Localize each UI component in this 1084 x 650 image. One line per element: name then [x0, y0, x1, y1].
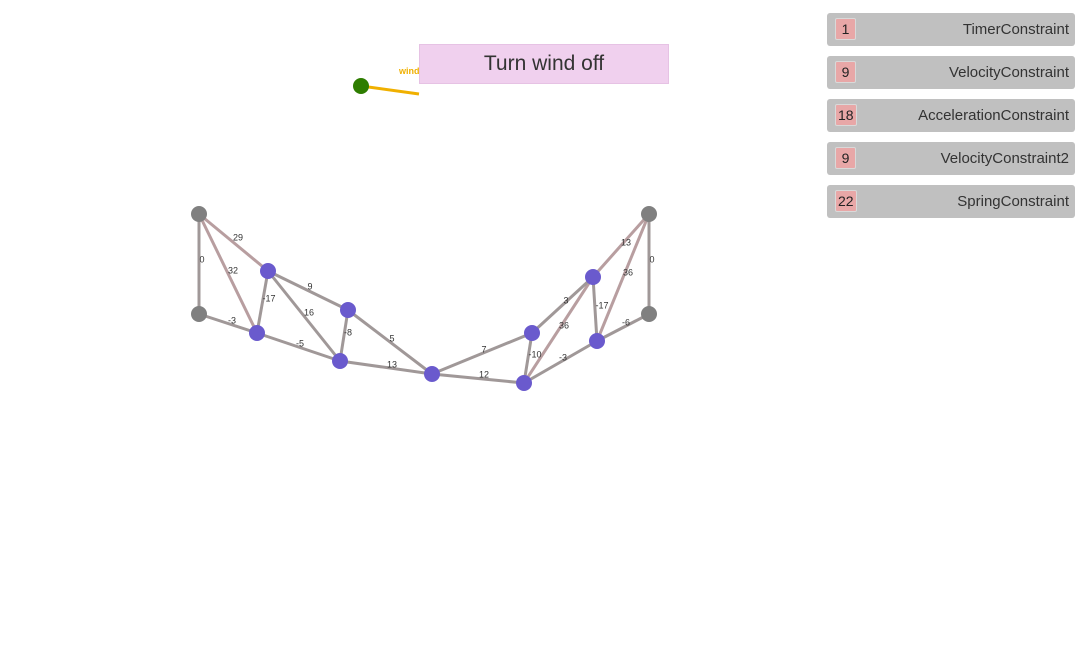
- edge-label: -10: [528, 349, 541, 359]
- fixed-node[interactable]: [641, 206, 657, 222]
- constraint-name: SpringConstraint: [957, 193, 1069, 210]
- edge-label: -3: [559, 352, 567, 362]
- constraint-name: VelocityConstraint2: [940, 150, 1069, 167]
- constraint-row-timer[interactable]: 1 TimerConstraint: [827, 13, 1075, 46]
- graph-nodes: [191, 206, 657, 391]
- constraint-row-velocity2[interactable]: 9 VelocityConstraint2: [827, 142, 1075, 175]
- fixed-node[interactable]: [191, 206, 207, 222]
- constraint-count-badge: 18: [835, 104, 857, 126]
- spring-edge[interactable]: [339, 359, 433, 376]
- spring-edge[interactable]: [255, 270, 270, 334]
- free-node[interactable]: [589, 333, 605, 349]
- constraint-name: TimerConstraint: [962, 21, 1069, 38]
- spring-edge[interactable]: [591, 213, 651, 278]
- spring-edge[interactable]: [198, 312, 258, 335]
- constraint-count-badge: 9: [835, 147, 856, 169]
- constraint-name: AccelerationConstraint: [918, 107, 1069, 124]
- wind-indicator: wind: [353, 66, 420, 96]
- free-node[interactable]: [585, 269, 601, 285]
- edge-label: 0: [199, 254, 204, 264]
- fixed-node[interactable]: [191, 306, 207, 322]
- spring-edge[interactable]: [591, 276, 599, 342]
- edge-label: 12: [479, 369, 489, 379]
- edge-label: 7: [481, 344, 486, 354]
- edge-label: 5: [389, 333, 394, 343]
- edge-label: 16: [304, 307, 314, 317]
- spring-edge[interactable]: [523, 339, 598, 385]
- spring-edge[interactable]: [431, 331, 533, 376]
- free-node[interactable]: [260, 263, 276, 279]
- free-node[interactable]: [516, 375, 532, 391]
- edge-label: 9: [307, 281, 312, 291]
- spring-edge[interactable]: [530, 275, 595, 335]
- wind-vector-line: [360, 84, 420, 96]
- wind-anchor-node[interactable]: [353, 78, 369, 94]
- spring-edge[interactable]: [596, 312, 650, 343]
- free-node[interactable]: [249, 325, 265, 341]
- constraint-name: VelocityConstraint: [948, 64, 1069, 81]
- edge-label: 13: [387, 359, 397, 369]
- edge-label: 3: [563, 295, 568, 305]
- free-node[interactable]: [340, 302, 356, 318]
- spring-edge[interactable]: [266, 270, 342, 362]
- edge-label: 36: [623, 267, 633, 277]
- constraint-panel: 1 TimerConstraint 9 VelocityConstraint 1…: [827, 13, 1075, 228]
- fixed-node[interactable]: [641, 306, 657, 322]
- free-node[interactable]: [424, 366, 440, 382]
- edge-label: -17: [595, 300, 608, 310]
- edge-label: 13: [621, 237, 631, 247]
- edge-label: -3: [228, 315, 236, 325]
- spring-edge[interactable]: [595, 213, 651, 342]
- spring-edge[interactable]: [256, 331, 341, 363]
- spring-edge[interactable]: [522, 276, 595, 384]
- spring-edge[interactable]: [522, 332, 534, 384]
- spring-edge[interactable]: [267, 269, 349, 312]
- constraint-row-acceleration[interactable]: 18 AccelerationConstraint: [827, 99, 1075, 132]
- edge-label: 0: [649, 254, 654, 264]
- free-node[interactable]: [524, 325, 540, 341]
- spring-edges: [197, 212, 651, 385]
- free-node[interactable]: [332, 353, 348, 369]
- constraint-count-badge: 22: [835, 190, 857, 212]
- edge-label: 29: [233, 232, 243, 242]
- toggle-wind-button[interactable]: Turn wind off: [419, 44, 669, 84]
- edge-label: -6: [622, 317, 630, 327]
- constraint-count-badge: 1: [835, 18, 856, 40]
- edge-label: -17: [262, 293, 275, 303]
- wind-vector-label: wind: [398, 66, 420, 76]
- edge-label: 36: [559, 320, 569, 330]
- edge-labels: 0 29 32 -3 -17 9 16 -5 -8 5 13 7 12 -10 …: [199, 232, 654, 379]
- spring-edge[interactable]: [197, 213, 259, 334]
- spring-edge[interactable]: [338, 309, 350, 362]
- spring-edge[interactable]: [198, 212, 269, 273]
- edge-label: 32: [228, 265, 238, 275]
- edge-label: -5: [296, 338, 304, 348]
- edge-label: -8: [344, 327, 352, 337]
- spring-edge[interactable]: [347, 308, 433, 376]
- constraint-row-spring[interactable]: 22 SpringConstraint: [827, 185, 1075, 218]
- constraint-row-velocity[interactable]: 9 VelocityConstraint: [827, 56, 1075, 89]
- constraint-count-badge: 9: [835, 61, 856, 83]
- spring-edge[interactable]: [431, 372, 525, 385]
